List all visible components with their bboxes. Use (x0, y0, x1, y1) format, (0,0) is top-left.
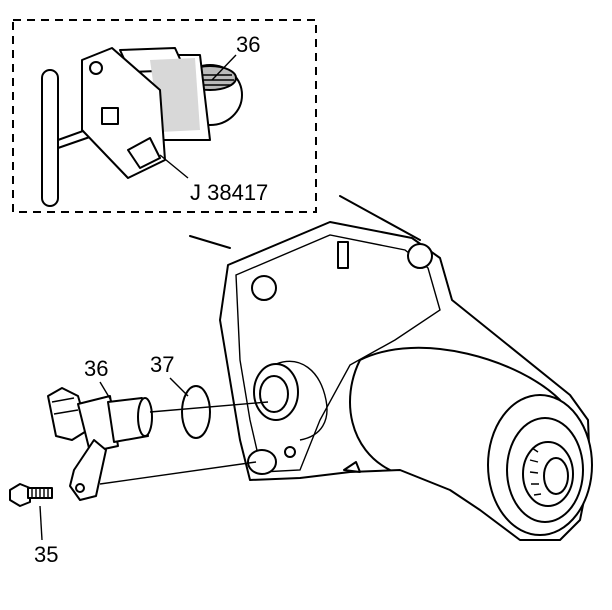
inset-detail: 36 J 38417 (12, 19, 317, 213)
alignment-lines (99, 401, 269, 485)
label-tool: J 38417 (190, 180, 268, 205)
housing-bolt (251, 275, 277, 301)
o-ring (181, 385, 211, 439)
speed-sensor (47, 387, 153, 501)
bolt (9, 483, 53, 507)
tool-leader (159, 154, 189, 179)
bolt-hole-boss (247, 449, 277, 475)
housing-bolt (407, 243, 433, 269)
label-36-top: 36 (236, 32, 260, 57)
part-36-leader (99, 381, 113, 403)
label-35: 35 (34, 542, 58, 567)
part-35-leader (39, 505, 43, 541)
label-36: 36 (84, 356, 108, 381)
label-37: 37 (150, 352, 174, 377)
tool-plate (81, 47, 166, 179)
part-37-leader (169, 377, 189, 397)
inset-frame (12, 19, 317, 213)
part-36-top-leader (211, 54, 237, 81)
transfer-case (189, 195, 593, 541)
tool-handle (41, 69, 59, 207)
